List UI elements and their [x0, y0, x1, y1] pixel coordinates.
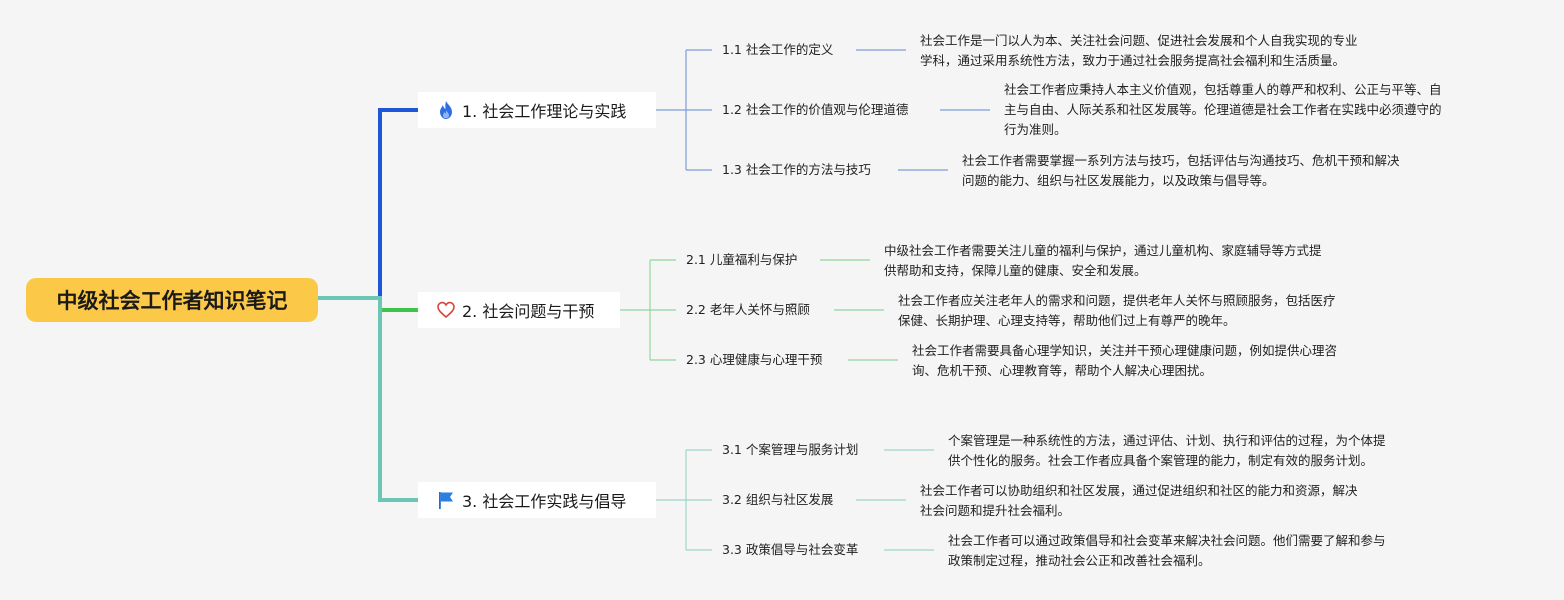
- subtopic-3-2[interactable]: 3.2 组织与社区发展: [722, 492, 833, 508]
- heart-icon: [436, 300, 456, 320]
- subtopic-label: 1.1 社会工作的定义: [722, 42, 834, 57]
- description-line: 社会工作者应关注老年人的需求和问题，提供老年人关怀与照顾服务，包括医疗: [898, 293, 1336, 308]
- description-line: 政策制定过程，推动社会公正和改善社会福利。: [948, 553, 1211, 568]
- description-line: 社会工作者需要具备心理学知识，关注并干预心理健康问题，例如提供心理咨: [912, 343, 1338, 358]
- topic-node-3[interactable]: 3. 社会工作实践与倡导: [418, 482, 656, 518]
- description-3-1[interactable]: 个案管理是一种系统性的方法，通过评估、计划、执行和评估的过程，为个体提 供个性化…: [948, 431, 1386, 471]
- description-line: 社会工作是一门以人为本、关注社会问题、促进社会发展和个人自我实现的专业: [920, 33, 1358, 48]
- subtopic-label: 2.2 老年人关怀与照顾: [686, 302, 810, 317]
- root-title: 中级社会工作者知识笔记: [56, 289, 288, 313]
- subtopic-3-1[interactable]: 3.1 个案管理与服务计划: [722, 442, 858, 458]
- subtopic-label: 2.3 心理健康与心理干预: [686, 352, 823, 367]
- description-line: 社会问题和提升社会福利。: [920, 503, 1071, 518]
- subtopic-label: 1.2 社会工作的价值观与伦理道德: [722, 102, 909, 117]
- subtopic-label: 3.1 个案管理与服务计划: [722, 442, 859, 457]
- description-line: 问题的能力、组织与社区发展能力，以及政策与倡导等。: [962, 173, 1275, 188]
- description-line: 供个性化的服务。社会工作者应具备个案管理的能力，制定有效的服务计划。: [948, 453, 1374, 468]
- topic-3-connectors: [656, 449, 934, 551]
- description-1-3[interactable]: 社会工作者需要掌握一系列方法与技巧，包括评估与沟通技巧、危机干预和解决 问题的能…: [962, 151, 1400, 191]
- branch-line-3: [318, 296, 418, 502]
- topic-label-2: 2. 社会问题与干预: [462, 302, 595, 321]
- subtopic-label: 1.3 社会工作的方法与技巧: [722, 162, 871, 177]
- description-3-2[interactable]: 社会工作者可以协助组织和社区发展，通过促进组织和社区的能力和资源，解决 社会问题…: [920, 481, 1358, 521]
- flag-icon: [436, 490, 456, 510]
- subtopic-3-3[interactable]: 3.3 政策倡导与社会变革: [722, 542, 858, 558]
- description-line: 询、危机干预、心理教育等，帮助个人解决心理困扰。: [912, 363, 1213, 378]
- description-line: 行为准则。: [1004, 122, 1067, 137]
- topic-label-3: 3. 社会工作实践与倡导: [462, 492, 627, 511]
- root-node[interactable]: 中级社会工作者知识笔记: [26, 278, 318, 322]
- subtopic-2-3[interactable]: 2.3 心理健康与心理干预: [686, 352, 822, 368]
- description-line: 中级社会工作者需要关注儿童的福利与保护，通过儿童机构、家庭辅导等方式提: [884, 243, 1322, 258]
- topic-2-connectors: [620, 259, 898, 361]
- description-2-3[interactable]: 社会工作者需要具备心理学知识，关注并干预心理健康问题，例如提供心理咨 询、危机干…: [912, 341, 1337, 381]
- description-line: 供帮助和支持，保障儿童的健康、安全和发展。: [884, 263, 1147, 278]
- description-line: 社会工作者可以通过政策倡导和社会变革来解决社会问题。他们需要了解和参与: [948, 533, 1386, 548]
- description-1-1[interactable]: 社会工作是一门以人为本、关注社会问题、促进社会发展和个人自我实现的专业 学科，通…: [920, 31, 1358, 71]
- description-line: 社会工作者可以协助组织和社区发展，通过促进组织和社区的能力和资源，解决: [920, 483, 1358, 498]
- description-1-2[interactable]: 社会工作者应秉持人本主义价值观，包括尊重人的尊严和权利、公正与平等、自 主与自由…: [1004, 80, 1442, 140]
- topic-1-connectors: [656, 49, 990, 171]
- branch-line-1: [318, 108, 418, 300]
- description-2-1[interactable]: 中级社会工作者需要关注儿童的福利与保护，通过儿童机构、家庭辅导等方式提 供帮助和…: [884, 241, 1322, 281]
- subtopic-label: 3.2 组织与社区发展: [722, 492, 834, 507]
- description-line: 学科，通过采用系统性方法，致力于通过社会服务提高社会福利和生活质量。: [920, 53, 1346, 68]
- subtopic-1-2[interactable]: 1.2 社会工作的价值观与伦理道德: [722, 102, 908, 118]
- subtopic-label: 3.3 政策倡导与社会变革: [722, 542, 859, 557]
- topic-node-2[interactable]: 2. 社会问题与干预: [418, 292, 620, 328]
- subtopic-1-1[interactable]: 1.1 社会工作的定义: [722, 42, 833, 58]
- description-line: 社会工作者应秉持人本主义价值观，包括尊重人的尊严和权利、公正与平等、自: [1004, 82, 1442, 97]
- flame-icon: [436, 100, 456, 120]
- description-2-2[interactable]: 社会工作者应关注老年人的需求和问题，提供老年人关怀与照顾服务，包括医疗 保健、长…: [898, 291, 1336, 331]
- topic-node-1[interactable]: 1. 社会工作理论与实践: [418, 92, 656, 128]
- topic-label-1: 1. 社会工作理论与实践: [462, 102, 627, 121]
- description-line: 个案管理是一种系统性的方法，通过评估、计划、执行和评估的过程，为个体提: [948, 433, 1386, 448]
- subtopic-1-3[interactable]: 1.3 社会工作的方法与技巧: [722, 162, 871, 178]
- description-line: 主与自由、人际关系和社区发展等。伦理道德是社会工作者在实践中必须遵守的: [1004, 102, 1442, 117]
- description-line: 社会工作者需要掌握一系列方法与技巧，包括评估与沟通技巧、危机干预和解决: [962, 153, 1400, 168]
- subtopic-label: 2.1 儿童福利与保护: [686, 252, 798, 267]
- subtopic-2-2[interactable]: 2.2 老年人关怀与照顾: [686, 302, 810, 318]
- subtopic-2-1[interactable]: 2.1 儿童福利与保护: [686, 252, 797, 268]
- description-3-3[interactable]: 社会工作者可以通过政策倡导和社会变革来解决社会问题。他们需要了解和参与 政策制定…: [948, 531, 1386, 571]
- description-line: 保健、长期护理、心理支持等，帮助他们过上有尊严的晚年。: [898, 313, 1236, 328]
